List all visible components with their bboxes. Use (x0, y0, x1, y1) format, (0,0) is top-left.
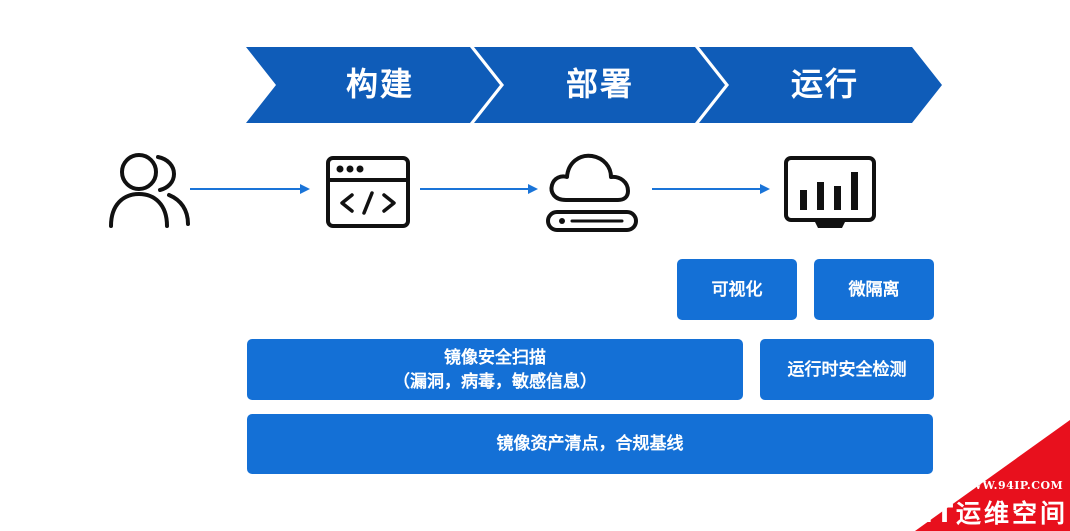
asset-inventory-label: 镜像资产清点，合规基线 (496, 434, 684, 454)
micro-isolation-box: 微隔离 (814, 259, 934, 320)
flow-arrow-1 (190, 184, 310, 194)
image-scan-title: 镜像安全扫描 (444, 347, 546, 368)
image-scan-subtitle: （漏洞，病毒，敏感信息） (393, 371, 597, 392)
watermark-name: IT运维空间 (923, 499, 1068, 528)
runtime-detection-box: 运行时安全检测 (760, 339, 934, 400)
stage-chevron-run (699, 47, 942, 123)
visualization-label: 可视化 (711, 279, 763, 300)
visualization-box: 可视化 (677, 259, 797, 320)
stage-label-run: 运行 (790, 65, 859, 103)
micro-isolation-label: 微隔离 (848, 279, 900, 300)
image-scan-box: 镜像安全扫描 （漏洞，病毒，敏感信息） (247, 339, 743, 400)
stage-chevron-build (246, 47, 500, 123)
code-window-icon (326, 156, 410, 228)
bar-chart-monitor-icon (784, 156, 876, 228)
stage-label-deploy: 部署 (565, 65, 634, 103)
cloud-server-icon (546, 153, 638, 232)
users-icon (109, 153, 190, 228)
flow-arrow-2 (420, 184, 538, 194)
watermark-url: WWW.94IP.COM (956, 479, 1064, 492)
stage-chevron-deploy (474, 47, 725, 123)
stage-label-build: 构建 (345, 65, 414, 103)
flow-arrow-3 (652, 184, 770, 194)
runtime-detection-label: 运行时安全检测 (787, 359, 907, 380)
asset-inventory-box: 镜像资产清点，合规基线 (247, 414, 933, 474)
